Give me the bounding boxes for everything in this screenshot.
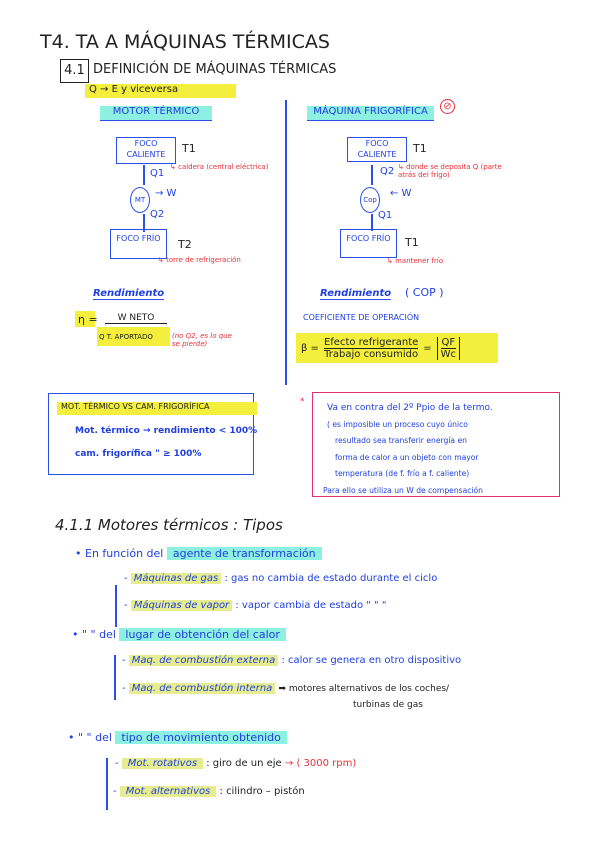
fridge-work: ← W (390, 188, 412, 199)
cop-denominator: Trabajo consumido (324, 348, 419, 360)
note-line: temperatura (de f. frío a f. caliente) (335, 469, 470, 478)
bullet-2-highlight: lugar de obtención del calor (119, 628, 286, 641)
item-text: : cilindro – pistón (219, 786, 305, 797)
item-text: ➡ motores alternativos de los coches/ (278, 684, 450, 694)
motor-cold-reservoir: FOCO FRÍO (110, 229, 167, 259)
section-number: 4.1 (60, 59, 89, 83)
motor-efficiency-note: (no Q2, es lo que se pierde) (172, 332, 232, 348)
page-title: T4. TA A MÁQUINAS TÉRMICAS (40, 31, 330, 53)
beta-symbol: β = (301, 342, 319, 354)
note-box: Va en contra del 2º Ppio de la termo. ( … (312, 392, 560, 497)
fridge-t-cold: T1 (405, 236, 419, 249)
motor-work: → W (155, 188, 177, 199)
fridge-cold-reservoir: FOCO FRÍO (340, 229, 397, 258)
fridge-engine: Cop (360, 187, 380, 213)
comparison-title: MOT. TÉRMICO VS CAM. FRIGORÍFICA (57, 402, 257, 415)
section-title: DEFINICIÓN DE MÁQUINAS TÉRMICAS (93, 62, 337, 77)
bracket-line (115, 585, 117, 627)
asterisk-mark: * (300, 397, 305, 407)
bullet-1-text: En función del (85, 547, 164, 560)
eta-symbol: η = (78, 313, 98, 326)
item-text: : calor se genera en otro dispositivo (281, 655, 462, 666)
fridge-note-hot: ↳ donde se deposita Q (parte atrás del f… (398, 163, 502, 179)
item-text: : giro de un eje (206, 758, 282, 769)
item-highlight: Maq. de combustión interna (128, 683, 276, 694)
item-highlight: Máquinas de vapor (130, 600, 233, 611)
motor-hot-reservoir: FOCO CALIENTE (116, 137, 176, 164)
note-line: resultado sea transferir energía en (335, 436, 467, 445)
comparison-box: MOT. TÉRMICO VS CAM. FRIGORÍFICA Mot. té… (48, 393, 258, 475)
equals: = (423, 342, 432, 354)
bullet-2-text: " " del (82, 628, 116, 641)
bullet-3-highlight: tipo de movimiento obtenido (115, 731, 287, 744)
cop-w-denominator: Wc (440, 348, 457, 360)
cop-numerator: Efecto refrigerante (323, 336, 419, 349)
bracket-line (114, 655, 116, 700)
fridge-q2: Q2 (380, 166, 395, 177)
item-highlight: Máquinas de gas (130, 573, 222, 584)
fridge-hot-reservoir: FOCO CALIENTE (347, 137, 407, 162)
item-red-note: → ( 3000 rpm) (284, 758, 357, 769)
motor-note-hot: ↳ caldera (central eléctrica) (170, 163, 269, 171)
arrow-up-icon (371, 214, 373, 231)
comparison-line-1: Mot. térmico → rendimiento < 100% (75, 426, 258, 436)
arrow-down-icon (143, 214, 145, 232)
fridge-efficiency-title: Rendimiento (320, 288, 392, 300)
motor-q2: Q2 (150, 209, 165, 220)
intro-highlight: Q → E y viceversa (85, 84, 236, 98)
motor-q1: Q1 (150, 168, 165, 179)
cop-label: ( COP ) (405, 286, 444, 299)
highlight (97, 327, 170, 346)
subsection-title: 4.1.1 Motores térmicos : Tipos (55, 516, 283, 534)
bracket-line (106, 758, 108, 810)
bullet-3-text: " " del (78, 731, 112, 744)
fridge-t-hot: T1 (413, 142, 427, 155)
item-text-continued: turbinas de gas (353, 700, 423, 710)
motor-note-cold: ↳ torre de refrigeración (158, 256, 241, 264)
motor-efficiency-numerator: W NETO (105, 313, 167, 324)
highlight (75, 311, 95, 327)
column-divider (285, 100, 287, 385)
motor-t-hot: T1 (182, 142, 196, 155)
motor-efficiency-title: Rendimiento (93, 288, 165, 300)
fridge-note-cold: ↳ mantener frío (387, 257, 444, 265)
coefficient-label: COEFICIENTE DE OPERACIÓN (303, 313, 420, 322)
note-line: forma de calor a un objeto con mayor (335, 452, 479, 462)
motor-t-cold: T2 (178, 238, 192, 251)
note-line: Va en contra del 2º Ppio de la termo. (327, 403, 493, 413)
item-highlight: Mot. rotativos (121, 758, 204, 769)
motor-label: MOTOR TÉRMICO (100, 106, 212, 121)
fridge-q1: Q1 (378, 210, 393, 221)
motor-efficiency-denominator: Q T. APORTADO (99, 333, 153, 341)
comparison-line-2: cam. frigorífica " ≥ 100% (75, 449, 202, 459)
fridge-label: MÁQUINA FRIGORÍFICA (307, 106, 434, 121)
item-text: : gas no cambia de estado durante el cic… (224, 573, 438, 584)
note-line: Para ello se utiliza un W de compensació… (323, 485, 483, 495)
arrow-down-icon (143, 165, 145, 185)
cop-q-numerator: QF (440, 336, 457, 349)
item-text: : vapor cambia de estado " " " (235, 600, 387, 611)
bullet-1-highlight: agente de transformación (166, 547, 322, 560)
item-highlight: Mot. alternativos (119, 786, 217, 797)
forbidden-icon: ⊘ (440, 99, 455, 114)
arrow-up-icon (371, 165, 373, 185)
note-line: ( es imposible un proceso cuyo único (327, 419, 468, 429)
motor-engine: MT (130, 187, 150, 213)
item-highlight: Maq. de combustión externa (128, 655, 279, 666)
